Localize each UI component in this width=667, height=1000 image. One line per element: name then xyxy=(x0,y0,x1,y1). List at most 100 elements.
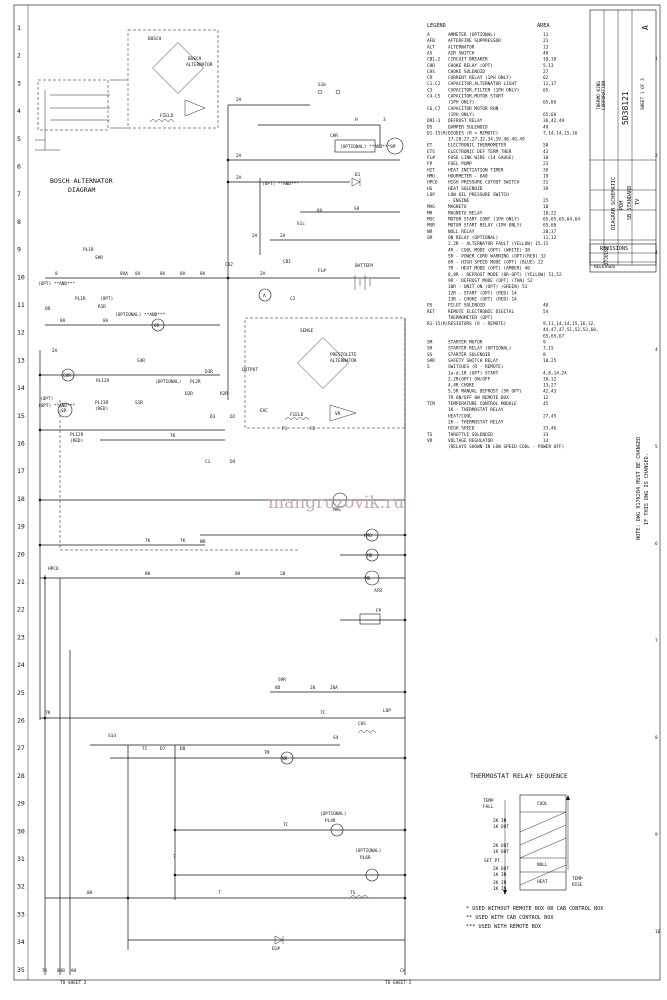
svg-text:(OPT) **AND***: (OPT) **AND*** xyxy=(262,181,299,187)
legend-area: 54 xyxy=(543,309,549,315)
legend-area: 27 xyxy=(543,69,549,75)
legend-description: 4,4R CHOKE xyxy=(448,383,475,389)
legend-code: C1,C2 xyxy=(427,81,441,87)
legend-code: CB1,2 xyxy=(427,57,441,63)
legend-description: 9R - DEFROST MODE (OPT) (TAN) 52 xyxy=(448,278,533,284)
legend-description: CAPACITOR,MOTOR START xyxy=(448,94,504,100)
legend-area: 10,10 xyxy=(543,57,557,63)
legend-area: 13 xyxy=(543,44,549,50)
svg-text:7K: 7K xyxy=(42,968,48,974)
legend-description: - ENGINE xyxy=(448,198,470,204)
svg-text:2A: 2A xyxy=(236,97,242,103)
legend-code: DS xyxy=(427,124,433,130)
legend-area: 43 xyxy=(543,149,549,155)
legend-code: C3 xyxy=(427,87,433,93)
svg-text:7: 7 xyxy=(218,890,221,896)
legend-code: MSR xyxy=(427,223,435,229)
column-number: 9 xyxy=(655,832,658,838)
row-number: 33 xyxy=(17,910,25,918)
svg-text:(OPTIONAL): (OPTIONAL) xyxy=(355,848,381,854)
legend-code: C6,C7 xyxy=(427,106,441,112)
svg-text:PL1R: PL1R xyxy=(83,247,94,253)
company-name: THERMO KING xyxy=(596,81,602,110)
bosch-alternator-diagram: BOSCH BOSCH ALTERNATOR FIELD BOSCH ALTER… xyxy=(35,29,219,194)
fuel-pump-symbol xyxy=(359,613,381,625)
svg-text:RISE: RISE xyxy=(572,882,583,888)
legend-code: TCM xyxy=(427,401,435,407)
legend-area: 65,66 xyxy=(543,112,557,118)
column-number: 8 xyxy=(655,735,658,741)
legend-area: 33,46 xyxy=(543,426,557,432)
to-sheet-2-left: TO SHEET 2 xyxy=(60,980,87,986)
svg-text:NR: NR xyxy=(200,539,206,545)
legend-area: 5,13 xyxy=(543,63,554,69)
dwg-note: NOTE: DWG 917K284 MUST BE CHANGED IF THI… xyxy=(636,437,650,540)
legend-description: ALTERNATOR xyxy=(448,44,475,50)
svg-text:2K OUT: 2K OUT xyxy=(493,866,509,872)
row-number: 14 xyxy=(17,384,25,392)
thermostat-relay-sequence: THERMOSTAT RELAY SEQUENCE TEMP FALL COOL… xyxy=(470,772,583,895)
row-number: 11 xyxy=(17,301,25,309)
legend-description: ELECTRONIC THERMOMETER xyxy=(448,143,507,149)
legend-area: 45 xyxy=(543,401,549,407)
thermostat-title: THERMOSTAT RELAY SEQUENCE xyxy=(470,772,568,780)
svg-text:7M: 7M xyxy=(264,750,270,756)
svg-text:(OPTIONAL): (OPTIONAL) xyxy=(155,379,181,385)
row-number: 25 xyxy=(17,689,25,697)
row-number: 19 xyxy=(17,523,25,531)
legend-description: CAPACITOR,FILTER (1PH ONLY) xyxy=(448,87,519,93)
svg-text:D2R: D2R xyxy=(185,391,193,397)
row-number: 5 xyxy=(17,135,21,143)
title-block: THERMO KING CORPORATION 5D38121 A SHEET … xyxy=(589,9,657,273)
legend-description: 12R - START (OPT) (RED) 14 xyxy=(448,290,517,296)
bosch-regulator-triangle xyxy=(184,99,206,117)
legend-description: CIRCUIT BREAKER xyxy=(448,57,488,63)
svg-text:20: 20 xyxy=(280,571,286,577)
bosch-field-coil xyxy=(149,119,175,123)
svg-text:(OPT) **AND***: (OPT) **AND*** xyxy=(38,281,75,287)
svg-text:7K: 7K xyxy=(180,538,186,544)
svg-text:8A: 8A xyxy=(103,318,109,324)
doc-number: 5D38121 xyxy=(621,91,630,125)
title-line-3: SB STANDARD xyxy=(627,186,633,220)
legend-description: MAGNETO RELAY xyxy=(448,210,483,216)
legend-description: (RELAYS SHOWN IN LOW SPEED COOL - POWER … xyxy=(448,444,564,450)
legend-description: DEFROST RELAY xyxy=(448,118,483,124)
svg-text:LOP: LOP xyxy=(383,708,391,714)
zone-null: NULL xyxy=(537,862,548,868)
legend-description: SAFETY SWITCH RELAY xyxy=(448,358,499,364)
legend-description: 7R ON/OFF 8W REMOTE BOX xyxy=(448,395,509,401)
svg-text:2K IN: 2K IN xyxy=(493,880,507,886)
zone-cool: COOL xyxy=(537,801,548,807)
row-number: 34 xyxy=(17,938,25,946)
legend-code: LOP xyxy=(427,192,435,198)
svg-text:D3R: D3R xyxy=(205,369,213,375)
svg-text:HMO: HMO xyxy=(364,533,372,539)
row-number-column: 1234567891011121314151617181920212223242… xyxy=(17,24,25,974)
row-number: 10 xyxy=(17,273,25,281)
legend-area: 62 xyxy=(543,75,549,81)
pl4r-lamp xyxy=(330,823,344,837)
legend-code: A xyxy=(427,32,430,38)
svg-text:PL4R: PL4R xyxy=(325,818,336,824)
svg-text:S#R: S#R xyxy=(278,677,286,683)
svg-text:(RED): (RED) xyxy=(70,438,83,444)
legend-area: 18 xyxy=(543,204,549,210)
svg-text:D4: D4 xyxy=(230,459,236,465)
mr-relay-coil xyxy=(365,548,379,562)
legend-description: 2,2R - ALTERNATOR FAULT (YELLOW) 15,15 xyxy=(448,241,549,247)
drawn-date: 27JUL96 xyxy=(604,246,610,265)
legend-description: CURRENT RELAY (1PH ONLY) xyxy=(448,75,511,81)
legend-code: MAG xyxy=(427,204,435,210)
row-number: 30 xyxy=(17,827,25,835)
column-number: 6 xyxy=(655,541,658,547)
main-schematic: 2A S1b H 3 CHR (OPTIONAL) **AND*** 2A 2A… xyxy=(38,82,406,975)
legend-area: 40 xyxy=(543,303,549,309)
svg-text:SM: SM xyxy=(390,144,396,150)
svg-text:8H: 8H xyxy=(71,968,77,974)
row-number: 29 xyxy=(17,800,25,808)
legend-description: MAGNETO xyxy=(448,204,467,210)
svg-text:TEMP: TEMP xyxy=(483,798,494,804)
svg-text:(OPT): (OPT) xyxy=(40,396,53,402)
svg-text:CHR: CHR xyxy=(63,373,71,379)
